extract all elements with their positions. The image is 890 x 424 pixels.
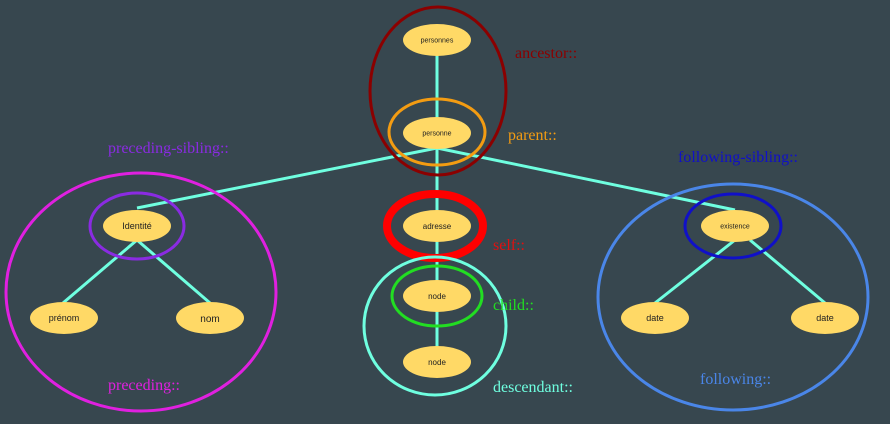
node-date-1-label: date xyxy=(646,313,664,323)
child-label: child:: xyxy=(493,297,534,314)
parent-region xyxy=(387,97,487,167)
node-date-2-label: date xyxy=(816,313,834,323)
node-personnes-label: personnes xyxy=(421,38,454,45)
node-adresse-label: adresse xyxy=(423,222,452,231)
ancestor-label: ancestor:: xyxy=(515,45,577,62)
edge-identite-nom xyxy=(136,238,211,305)
preceding-sibling-label: preceding-sibling:: xyxy=(108,140,229,157)
node-adresse: adresse xyxy=(403,210,471,242)
self-label: self:: xyxy=(493,237,525,254)
edge-personne-existence xyxy=(436,146,736,212)
node-descendant: node xyxy=(403,346,471,378)
node-personne-label: personne xyxy=(422,131,451,138)
following-sibling-label: following-sibling:: xyxy=(678,149,798,166)
node-identite: Identité xyxy=(103,210,171,242)
descendant-region xyxy=(362,255,508,397)
parent-label: parent:: xyxy=(508,127,557,144)
following-label: following:: xyxy=(700,371,771,388)
node-identite-label: Identité xyxy=(122,221,152,231)
ancestor-region xyxy=(368,5,508,177)
node-existence-label: existence xyxy=(720,224,750,231)
edge-existence-date-1 xyxy=(654,238,736,305)
node-descendant-label: node xyxy=(428,358,446,367)
edge-personne-identite xyxy=(136,146,438,210)
node-personnes: personnes xyxy=(403,24,471,56)
following-region xyxy=(596,182,870,412)
node-prenom: prénom xyxy=(30,302,98,334)
following-sibling-region xyxy=(683,192,783,260)
node-date-2: date xyxy=(791,302,859,334)
node-child: node xyxy=(403,280,471,312)
node-child-label: node xyxy=(428,292,446,301)
node-nom: nom xyxy=(176,302,244,334)
descendant-label: descendant:: xyxy=(493,379,573,396)
node-existence: existence xyxy=(701,210,769,242)
preceding-sibling-region xyxy=(88,191,186,261)
edge-existence-date-2 xyxy=(749,238,826,305)
tree-nodes: personnes personne Identité adresse exis… xyxy=(30,24,859,378)
node-date-1: date xyxy=(621,302,689,334)
axis-regions xyxy=(4,5,870,413)
node-nom-label: nom xyxy=(200,314,219,325)
node-prenom-label: prénom xyxy=(49,313,80,323)
child-region xyxy=(390,264,484,328)
preceding-region xyxy=(4,171,278,413)
edge-identite-prenom xyxy=(62,238,138,305)
axis-labels: ancestor:: parent:: preceding-sibling:: … xyxy=(108,45,798,396)
node-personne: personne xyxy=(403,117,471,149)
preceding-label: preceding:: xyxy=(108,377,180,394)
